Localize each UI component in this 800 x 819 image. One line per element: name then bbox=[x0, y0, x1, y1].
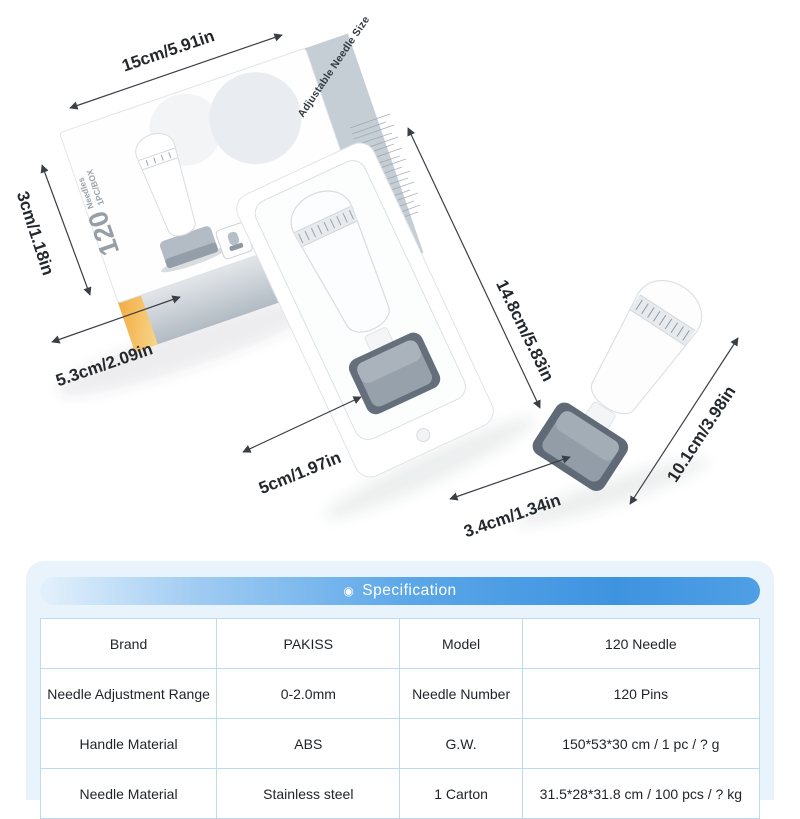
spec-value: 120 Needle bbox=[521, 618, 761, 669]
box-length-label: 15cm/5.91in bbox=[120, 26, 217, 75]
spec-value: ABS bbox=[216, 718, 401, 769]
spec-row-needle-range: Needle Adjustment Range 0-2.0mm Needle N… bbox=[39, 668, 761, 719]
blister-length-label: 14.8cm/5.83in bbox=[492, 277, 558, 385]
dimension-lines bbox=[40, 33, 739, 505]
spec-label: Needle Number bbox=[399, 668, 523, 719]
spec-value: PAKISS bbox=[216, 618, 401, 669]
spec-value: 31.5*28*31.8 cm / 100 pcs / ? kg bbox=[521, 768, 761, 819]
spec-value: 150*53*30 cm / 1 pc / ? g bbox=[521, 718, 761, 769]
box-printed-tool-image bbox=[135, 133, 226, 273]
specification-panel: ◉ Specification Brand PAKISS Model 120 N… bbox=[26, 561, 774, 819]
spec-value: 0-2.0mm bbox=[216, 668, 401, 719]
spec-row-brand: Brand PAKISS Model 120 Needle bbox=[39, 618, 761, 669]
box-height-label: 3cm/1.18in bbox=[13, 189, 58, 278]
spec-value: Stainless steel bbox=[216, 768, 401, 819]
spec-value: 120 Pins bbox=[521, 668, 761, 719]
tool-length-label: 10.1cm/3.98in bbox=[663, 382, 739, 485]
spec-label: Brand bbox=[39, 618, 218, 669]
specification-title: Specification bbox=[362, 582, 457, 599]
spec-label: G.W. bbox=[399, 718, 523, 769]
product-dimension-illustration: 120 Needles 1PC/BOX bbox=[13, 14, 740, 541]
spec-row-needle-material: Needle Material Stainless steel 1 Carton… bbox=[39, 768, 761, 819]
spec-label: Needle Adjustment Range bbox=[39, 668, 218, 719]
spec-label: Model bbox=[399, 618, 523, 669]
specification-table: Brand PAKISS Model 120 Needle Needle Adj… bbox=[39, 618, 761, 819]
spec-row-handle-material: Handle Material ABS G.W. 150*53*30 cm / … bbox=[39, 718, 761, 769]
specification-icon: ◉ bbox=[343, 584, 355, 598]
blister-hang-hole bbox=[416, 428, 431, 443]
spec-label: 1 Carton bbox=[399, 768, 523, 819]
specification-header: ◉ Specification bbox=[40, 577, 760, 605]
spec-label: Handle Material bbox=[39, 718, 218, 769]
spec-label: Needle Material bbox=[39, 768, 218, 819]
blister-width-label: 5cm/1.97in bbox=[256, 448, 344, 498]
tool-head bbox=[532, 402, 629, 491]
